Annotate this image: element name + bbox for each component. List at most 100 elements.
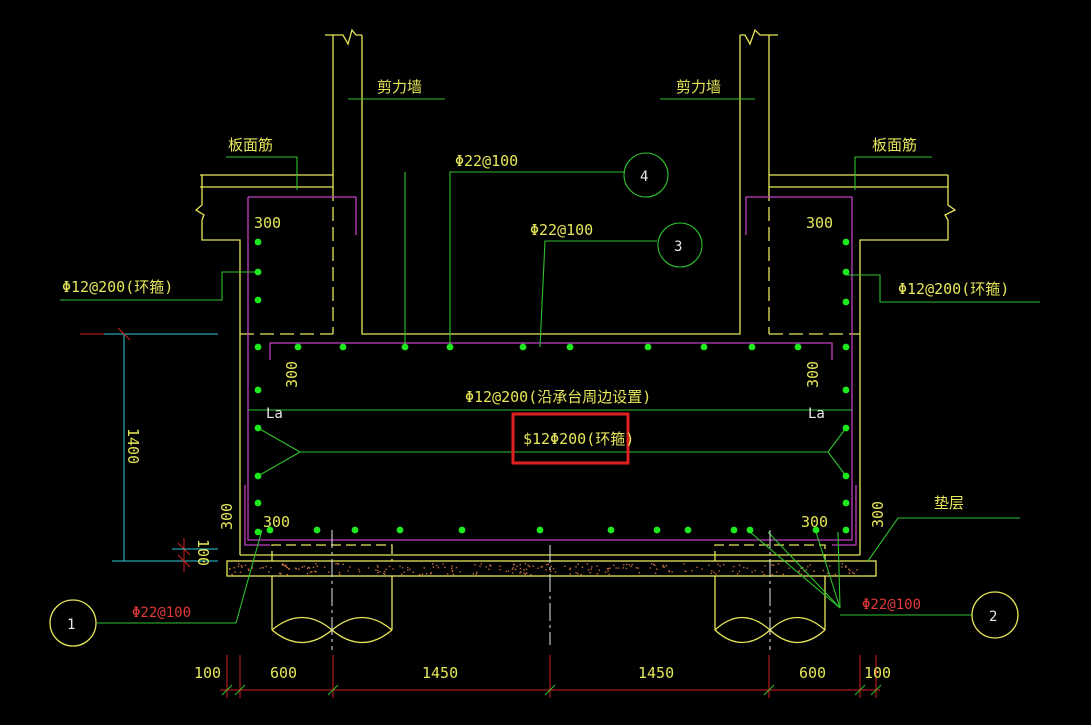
cushion-speck [520,571,522,573]
slab-bar-right-leader [854,156,932,190]
shear-wall-left-label: 剪力墙 [377,78,422,96]
cushion-speck [328,571,330,573]
cushion-speck [519,567,522,570]
highlight-box [511,412,630,465]
cushion-speck [298,568,300,570]
bar4-spec-label: Φ22@100 [455,152,518,170]
top-bar [269,342,833,360]
cushion-speck [432,566,435,568]
cushion-speck [281,564,284,566]
rebar-dot [653,526,661,534]
cushion-speck [587,569,590,571]
dim-300-mid-left: 300 [283,361,301,388]
cushion-speck [451,567,453,569]
cushion-speck [738,564,741,566]
bottom-dim-3: 1450 [638,664,674,682]
cushion-speck [375,569,377,571]
cushion-speck [523,569,525,571]
cushion-speck [552,567,555,570]
dim-300-bot-right: 300 [801,513,828,531]
cushion-speck [623,564,625,566]
cushion-speck [746,567,749,569]
cushion-speck [683,563,685,565]
cushion-speck [630,565,632,568]
cushion-speck [668,570,670,573]
highlight-bar-label: $12Φ200(环箍) [523,430,634,448]
cushion-speck [822,569,824,572]
cushion-speck [541,565,544,568]
cushion-speck [826,572,829,574]
text-labels: 剪力墙 剪力墙 板面筋 板面筋 Φ22@100 Φ22@100 Φ12@200(… [62,78,1009,682]
cushion-speck [771,573,774,576]
cushion-speck [523,572,525,574]
cushion-speck [607,570,609,572]
cushion-speck [451,570,454,573]
cushion-speck [631,563,633,566]
cushion-speck [280,573,282,575]
cushion-speck [718,570,720,572]
cushion-speck [286,566,288,569]
cushion-speck [444,566,446,569]
rebar-dot [401,343,409,351]
rebar-dot [396,526,404,534]
cushion-speck [738,570,741,573]
dim-300-top-right: 300 [806,214,833,232]
cushion-speck [586,563,589,565]
bottom-dim-ticks [221,684,882,696]
cushion-speck [788,567,790,569]
cushion-speck [761,571,764,573]
cushion-leader [867,517,1020,562]
cushion-speck [421,573,424,575]
rebar-dot [748,343,756,351]
cushion-speck [713,571,715,573]
callout-2-number: 2 [989,609,997,625]
cushion-speck [625,567,628,570]
shear-wall-right-label: 剪力墙 [676,78,721,96]
cushion-speck [638,572,641,574]
yellow-callouts [49,591,1019,647]
rebar-dot [254,424,262,432]
cushion-speck [505,570,507,573]
cushion-speck [383,570,386,573]
cushion-speck [519,564,521,566]
rebar-dot [339,343,347,351]
cushion-speck [577,563,579,565]
rebar-dot [254,528,262,536]
cushion-speck [507,570,510,572]
cushion-speck [547,563,549,565]
cushion-speck [307,566,310,568]
cushion-speck [315,563,317,565]
rebar-dot [566,343,574,351]
cushion-speck [306,567,309,570]
cushion-speck [691,570,693,572]
cushion-speck [613,564,615,566]
cushion-speck [259,567,262,569]
cushion-speck [512,572,514,574]
cushion-speck [696,566,698,568]
cushion-speck [377,569,379,572]
cushion-speck [268,571,270,573]
cushion-speck [626,563,628,566]
left-wall-break-top [325,28,362,46]
cushion-speck [499,569,501,571]
cushion-speck [452,573,455,576]
cushion-speck [524,563,527,565]
cushion-speck [651,563,653,565]
cushion-speck [377,572,379,574]
cushion-speck [649,567,652,569]
cushion-speck [526,572,528,574]
cushion-speck [442,563,444,565]
cushion-speck [430,572,432,574]
cushion-speck [701,568,703,570]
callout-1-circle [49,599,97,647]
cushion-speck [635,567,638,569]
cushion-speck [472,573,475,575]
cushion-speck [622,567,624,569]
cushion-speck [377,566,379,568]
rebar-dot [313,526,321,534]
stirrup-right-fan [827,427,847,477]
dim-300-bot-left: 300 [263,513,290,531]
cushion-speck [238,563,240,565]
rebar-dot [254,268,262,276]
